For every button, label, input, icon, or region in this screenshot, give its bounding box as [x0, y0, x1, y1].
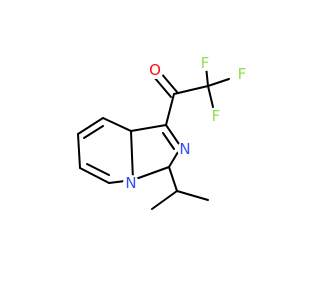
bond-c-o-1 [159, 71, 178, 93]
bond-c3-ch [168, 166, 178, 192]
bond-ch-me1 [151, 190, 178, 210]
bond-c6-c5-inner [86, 163, 110, 176]
bond-c8a-n4 [130, 130, 134, 181]
bond-c3-n4 [132, 166, 170, 181]
bond-ch-me2 [176, 190, 209, 201]
atom-labels: O F F F N N [123, 54, 250, 192]
bond-c8a-c8 [102, 117, 132, 132]
bond-c1-n2 [165, 124, 182, 148]
bond-c7-c6 [77, 133, 81, 169]
molecule-structure: O F F F N N [77, 54, 250, 210]
bond-c8-c7-inner [83, 125, 104, 139]
bond-c1-n2-inner [162, 132, 175, 150]
bond-c-f-bottom [207, 85, 214, 108]
atom-o: O [149, 61, 161, 79]
bonds [77, 65, 230, 210]
bond-c6-c5 [79, 167, 110, 184]
atom-f-right: F [238, 65, 247, 83]
bond-carbonyl-c1 [165, 93, 175, 126]
atom-n-ring: N [179, 140, 190, 158]
atom-n-bridge: N [125, 174, 136, 192]
bond-c1-c8a [130, 124, 167, 132]
bond-c-cf3 [173, 85, 209, 95]
bond-c8-c7 [77, 117, 104, 135]
atom-f-top: F [201, 54, 210, 72]
atom-f-bottom: F [212, 107, 221, 125]
bond-c-f-right [207, 78, 230, 87]
bond-c-o-2 [153, 76, 172, 98]
